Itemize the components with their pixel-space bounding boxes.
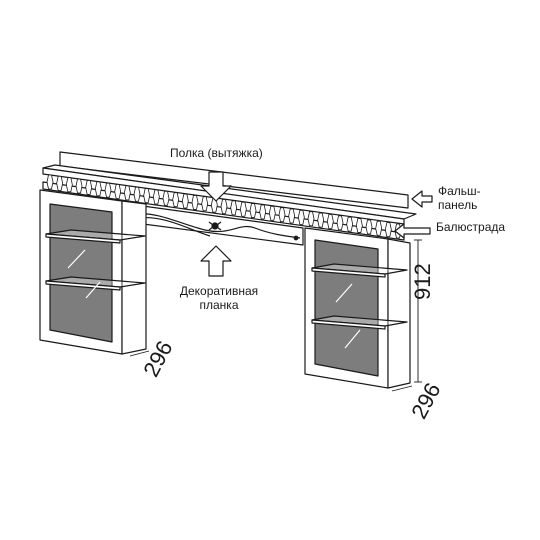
label-false-panel-line1: Фальш-: [438, 184, 481, 198]
baluster: [94, 181, 102, 197]
baluster: [114, 184, 122, 199]
baluster: [259, 204, 267, 220]
arrow-shelf: [200, 171, 232, 202]
baluster: [104, 182, 112, 198]
label-shelf: Полка (вытяжка): [170, 146, 263, 160]
left-cabinet: [39, 189, 147, 355]
baluster: [162, 190, 170, 206]
false-panel: [59, 151, 409, 209]
baluster: [268, 205, 276, 221]
arrow-false-panel: [411, 190, 433, 208]
balustrade-posts: [46, 174, 402, 239]
baluster: [143, 188, 151, 204]
baluster: [65, 177, 73, 193]
label-balustrade: Балюстрада: [436, 220, 506, 234]
baluster: [365, 219, 373, 235]
baluster: [123, 185, 131, 201]
baluster: [355, 218, 363, 233]
baluster: [172, 192, 180, 208]
label-decor-line1: Декоративная: [179, 284, 259, 298]
arrow-decorative-plank: [200, 245, 232, 277]
baluster: [230, 200, 238, 216]
baluster: [181, 193, 189, 209]
baluster: [336, 215, 344, 231]
baluster: [384, 222, 392, 238]
baluster: [75, 178, 83, 194]
label-false-panel: Фальш- панель: [438, 184, 481, 212]
dimension-height: 912: [410, 263, 435, 300]
dimension-lines: [129, 239, 422, 392]
baluster: [239, 201, 247, 217]
baluster: [46, 174, 54, 190]
baluster: [220, 199, 228, 214]
baluster: [152, 189, 160, 205]
baluster: [249, 203, 257, 218]
baluster: [375, 220, 383, 236]
label-decorative-plank: Декоративная планка: [171, 284, 267, 312]
baluster: [85, 180, 93, 195]
baluster: [307, 211, 315, 227]
baluster: [326, 214, 334, 229]
baluster: [317, 212, 325, 228]
baluster: [56, 175, 64, 191]
baluster: [201, 196, 209, 212]
label-false-panel-line2: панель: [438, 198, 478, 212]
label-decor-line2: планка: [199, 298, 239, 312]
baluster: [191, 195, 199, 210]
baluster: [346, 216, 354, 232]
arrow-balustrade: [394, 223, 431, 239]
baluster: [278, 207, 286, 223]
baluster: [133, 186, 141, 202]
baluster: [288, 208, 296, 224]
baluster: [297, 209, 305, 225]
right-cabinet: [304, 227, 411, 389]
